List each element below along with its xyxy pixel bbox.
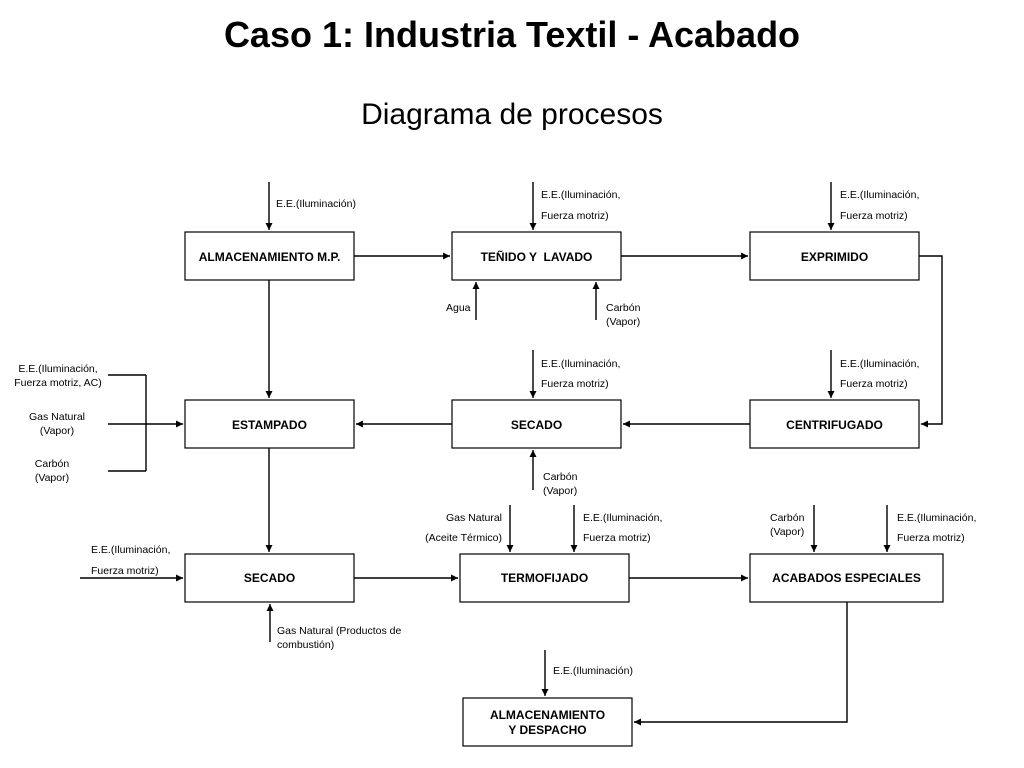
input-label-acabados-carbon-2: (Vapor) — [770, 526, 804, 538]
box-label-acabados-especiales: ACABADOS ESPECIALES — [772, 571, 921, 585]
input-label-tenido-carbon-1: Carbón — [606, 302, 641, 314]
input-label-acabados-carbon-1: Carbón — [770, 512, 805, 524]
box-secado-1 — [451, 399, 622, 449]
input-label-secado2-ee-1: E.E.(Iluminación, — [91, 544, 170, 556]
input-label-centrifugado-ee-1: E.E.(Iluminación, — [840, 358, 919, 370]
input-label-tenido-ee-1: E.E.(Iluminación, — [541, 189, 620, 201]
flow-exprimido-to-centrifugado — [919, 255, 943, 428]
input-label-secado2-ee-2: Fuerza motriz) — [91, 565, 159, 577]
input-label-almacenamiento-ee: E.E.(Iluminación) — [276, 198, 356, 210]
input-label-exprimido-ee-1: E.E.(Iluminación, — [840, 189, 919, 201]
box-label-termofijado: TERMOFIJADO — [501, 571, 588, 585]
input-label-estampado-ee-1: E.E.(Iluminación, — [18, 363, 97, 375]
input-label-termofijado-gas-2: (Aceite Térmico) — [425, 532, 502, 544]
box-almacenamiento-despacho — [462, 697, 633, 747]
input-label-estampado-gas-2: (Vapor) — [40, 425, 74, 437]
input-label-estampado-carbon-1: Carbón — [35, 458, 70, 470]
box-label-secado-1: SECADO — [511, 418, 562, 432]
input-label-centrifugado-ee-2: Fuerza motriz) — [840, 378, 908, 390]
box-label-almacenamiento-despacho-2: Y DESPACHO — [508, 723, 586, 737]
input-label-secado1-carbon-2: (Vapor) — [543, 485, 577, 497]
input-label-tenido-carbon-2: (Vapor) — [606, 316, 640, 328]
box-centrifugado — [749, 399, 920, 449]
input-label-secado1-ee-2: Fuerza motriz) — [541, 378, 609, 390]
input-label-acabados-ee-1: E.E.(Iluminación, — [897, 512, 976, 524]
box-label-estampado: ESTAMPADO — [232, 418, 307, 432]
input-label-estampado-gas-1: Gas Natural — [29, 411, 85, 423]
input-label-estampado-carbon-2: (Vapor) — [35, 472, 69, 484]
input-label-tenido-ee-2: Fuerza motriz) — [541, 210, 609, 222]
box-termofijado — [459, 553, 630, 603]
input-label-secado1-ee-1: E.E.(Iluminación, — [541, 358, 620, 370]
input-label-agua: Agua — [446, 302, 471, 314]
box-label-tenido-lavado: TEÑIDO Y LAVADO — [481, 249, 593, 264]
box-label-secado-2: SECADO — [244, 571, 295, 585]
box-label-centrifugado: CENTRIFUGADO — [786, 418, 883, 432]
input-label-acabados-ee-2: Fuerza motriz) — [897, 532, 965, 544]
page-subtitle: Diagrama de procesos — [361, 98, 663, 131]
input-label-despacho-ee: E.E.(Iluminación) — [553, 665, 633, 677]
input-label-secado2-gas-2: combustión) — [277, 639, 334, 651]
input-label-exprimido-ee-2: Fuerza motriz) — [840, 210, 908, 222]
page-title: Caso 1: Industria Textil - Acabado — [223, 14, 801, 55]
box-label-exprimido: EXPRIMIDO — [801, 250, 868, 264]
input-label-termofijado-ee-1: E.E.(Iluminación, — [583, 512, 662, 524]
box-label-almacenamiento-despacho-1: ALMACENAMIENTO — [490, 708, 605, 722]
input-label-termofijado-ee-2: Fuerza motriz) — [583, 532, 651, 544]
box-estampado — [184, 399, 355, 449]
input-label-secado1-carbon-1: Carbón — [543, 471, 578, 483]
flow-acabados-to-despacho — [634, 602, 848, 726]
box-label-almacenamiento-mp: ALMACENAMIENTO M.P. — [199, 250, 341, 264]
input-label-estampado-ee-2: Fuerza motriz, AC) — [14, 377, 102, 389]
input-label-secado2-gas-1: Gas Natural (Productos de — [277, 625, 401, 637]
box-secado-2 — [184, 553, 355, 603]
input-label-termofijado-gas-1: Gas Natural — [446, 512, 502, 524]
